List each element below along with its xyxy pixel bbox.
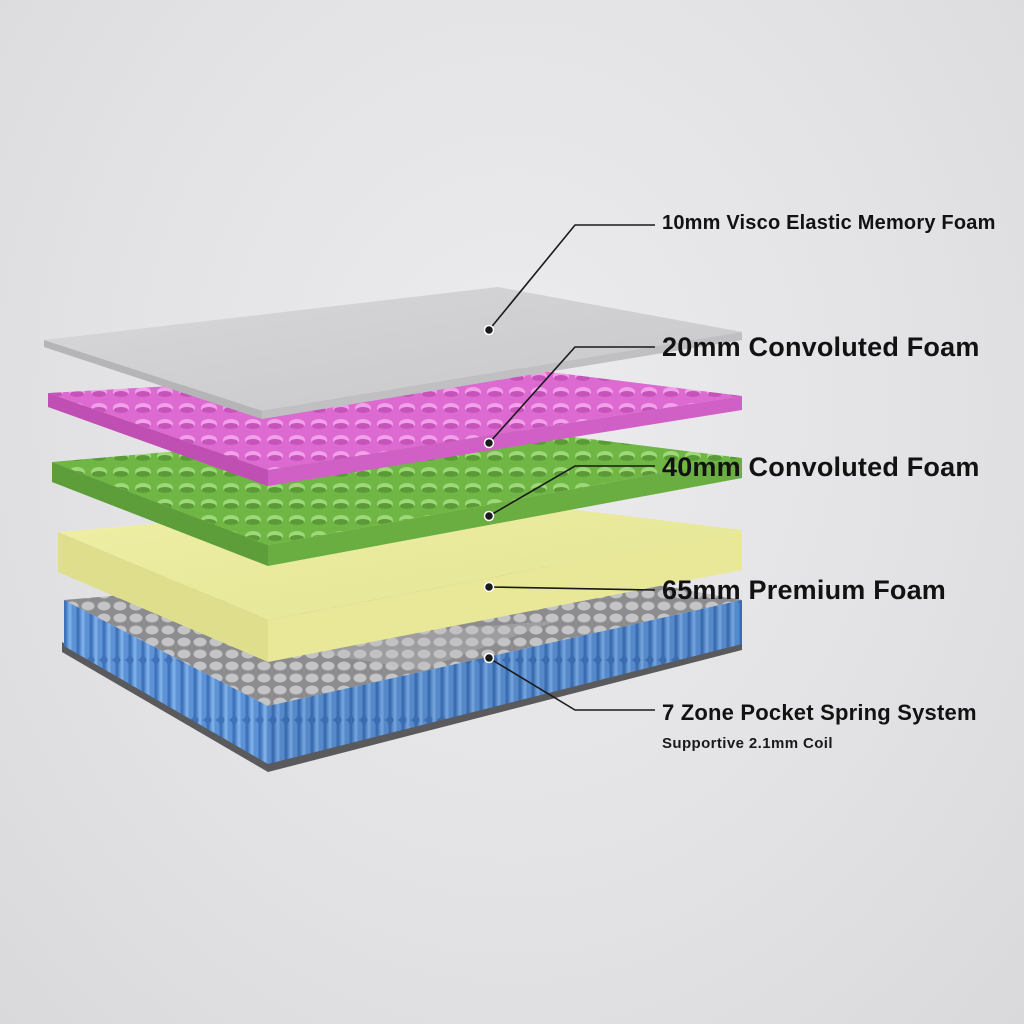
visco-right xyxy=(262,332,742,419)
convoluted-20-right xyxy=(268,396,742,486)
leader-visco xyxy=(488,224,655,331)
label-convoluted-20: 20mm Convoluted Foam xyxy=(662,332,980,362)
visco-top xyxy=(44,287,742,411)
dot-springs xyxy=(483,652,495,664)
dot-visco xyxy=(483,324,495,336)
visco-front xyxy=(44,340,262,419)
convoluted-40-front xyxy=(52,462,268,566)
dot-convoluted-20 xyxy=(483,437,495,449)
visco-foam-layer xyxy=(44,287,742,419)
spring-front-side xyxy=(64,600,268,764)
label-visco: 10mm Visco Elastic Memory Foam xyxy=(662,212,996,234)
leader-dots xyxy=(483,324,495,664)
label-convoluted-40: 40mm Convoluted Foam xyxy=(662,452,980,482)
leader-lines xyxy=(488,224,656,711)
convoluted-20-front xyxy=(48,393,268,486)
leader-premium xyxy=(488,586,656,591)
label-springs: 7 Zone Pocket Spring System xyxy=(662,700,977,725)
premium-right xyxy=(268,530,742,662)
leader-convoluted-40 xyxy=(488,465,655,517)
label-springs-sub: Supportive 2.1mm Coil xyxy=(662,735,833,752)
spring-zone-light xyxy=(300,620,560,670)
dot-convoluted-40 xyxy=(483,510,495,522)
premium-front xyxy=(58,532,268,662)
spring-side-shade xyxy=(268,600,742,764)
label-premium-65: 65mm Premium Foam xyxy=(662,575,946,605)
dot-premium xyxy=(483,581,495,593)
convoluted-40-right xyxy=(268,458,742,566)
spring-right-side xyxy=(268,600,742,764)
leader-convoluted-20 xyxy=(488,346,655,444)
leader-springs xyxy=(488,657,655,711)
